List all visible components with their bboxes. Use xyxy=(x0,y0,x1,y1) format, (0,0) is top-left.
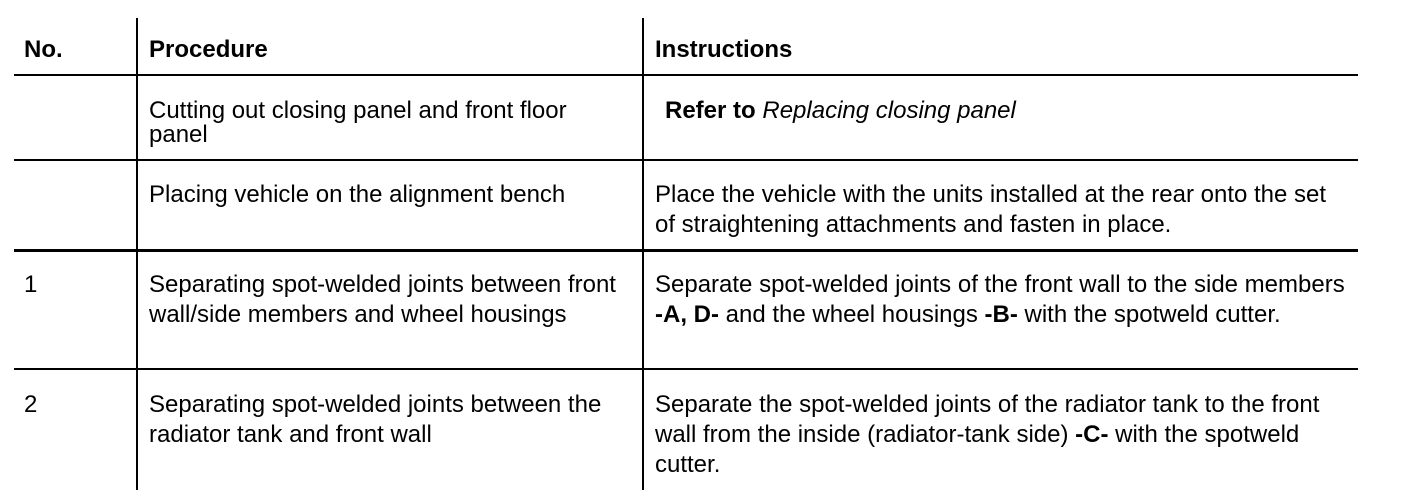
table-row-procedure: Separating spot-welded joints between th… xyxy=(149,391,602,448)
row-divider-3 xyxy=(14,368,1358,370)
procedure-table: No. Procedure Instructions Cutting out c… xyxy=(14,18,1358,490)
table-row-instructions: Separate spot-welded joints of the front… xyxy=(655,270,1345,330)
reference-label-c: -C- xyxy=(1075,421,1109,448)
header-divider xyxy=(14,74,1358,76)
table-row-procedure: Placing vehicle on the alignment bench xyxy=(149,181,566,208)
instruction-text: with the spotweld cutter. xyxy=(655,421,1300,478)
column-divider-2 xyxy=(642,18,644,490)
table-row-instructions: Separate the spot-welded joints of the r… xyxy=(655,390,1345,480)
reference-label-ad: -A, D- xyxy=(655,301,719,328)
instruction-text: with the spotweld cutter. xyxy=(1017,301,1281,328)
column-divider-1 xyxy=(136,18,138,490)
refer-to-label: Refer to xyxy=(665,97,756,124)
table-row-procedure: Separating spot-welded joints between fr… xyxy=(149,271,616,328)
table-row-instructions: Refer to Replacing closing panel xyxy=(665,96,1355,126)
header-procedure: Procedure xyxy=(149,36,268,63)
instruction-text: and the wheel housings xyxy=(718,301,985,328)
reference-link[interactable]: Replacing closing panel xyxy=(762,97,1016,124)
header-instructions: Instructions xyxy=(655,36,793,63)
table-row-no: 2 xyxy=(24,391,38,418)
row-divider-2 xyxy=(14,249,1358,252)
table-row-instructions: Place the vehicle with the units install… xyxy=(655,181,1327,238)
header-no: No. xyxy=(24,36,63,63)
reference-label-b: -B- xyxy=(984,301,1018,328)
table-row-no: 1 xyxy=(24,271,38,298)
instruction-text: Separate spot-welded joints of the front… xyxy=(655,271,1345,298)
row-divider-1 xyxy=(14,159,1358,161)
instruction-text: Separate the spot-welded joints of the r… xyxy=(655,391,1320,448)
table-row-procedure: Cutting out closing panel and front floo… xyxy=(149,97,567,148)
